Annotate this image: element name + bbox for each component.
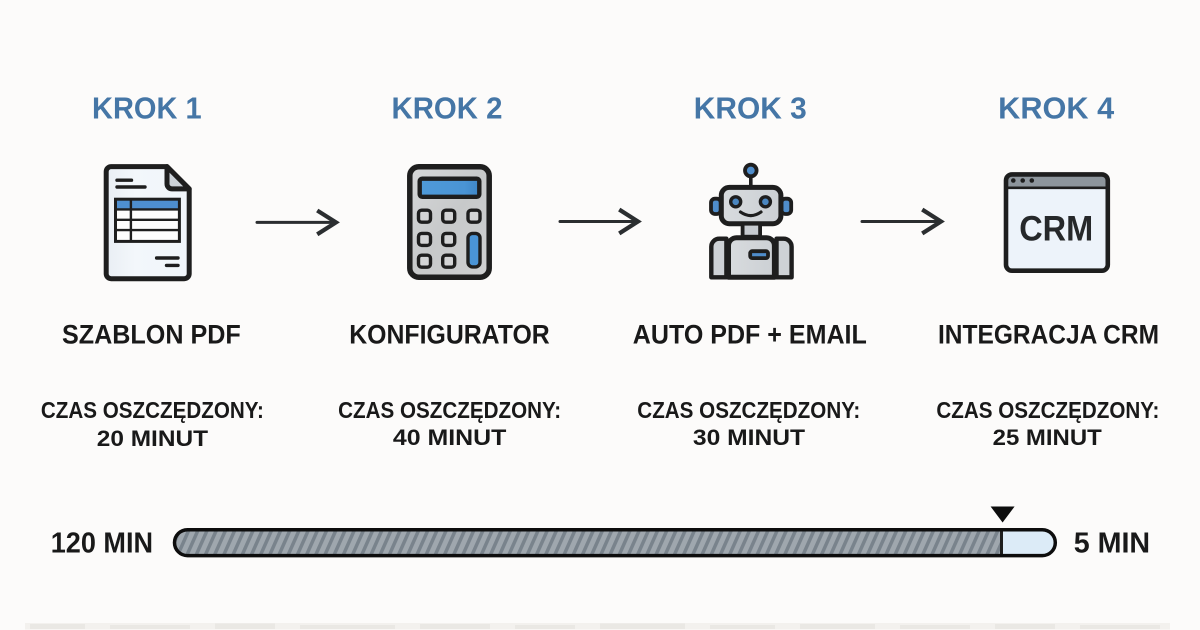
svg-text:KROK 1: KROK 1: [92, 92, 202, 126]
svg-text:120 MIN: 120 MIN: [51, 528, 153, 560]
svg-text:CRM: CRM: [1019, 209, 1093, 248]
svg-text:5 MIN: 5 MIN: [1074, 528, 1150, 560]
svg-text:CZAS OSZCZĘDZONY:: CZAS OSZCZĘDZONY:: [637, 397, 860, 423]
svg-text:20 MINUT: 20 MINUT: [97, 426, 209, 451]
svg-text:CZAS OSZCZĘDZONY:: CZAS OSZCZĘDZONY:: [936, 397, 1159, 423]
svg-text:KROK 3: KROK 3: [694, 92, 807, 126]
svg-text:AUTO PDF + EMAIL: AUTO PDF + EMAIL: [633, 320, 867, 350]
svg-text:INTEGRACJA CRM: INTEGRACJA CRM: [938, 320, 1159, 350]
svg-text:25 MINUT: 25 MINUT: [993, 425, 1102, 450]
svg-text:CZAS OSZCZĘDZONY:: CZAS OSZCZĘDZONY:: [41, 397, 264, 423]
svg-text:CZAS OSZCZĘDZONY:: CZAS OSZCZĘDZONY:: [338, 397, 561, 423]
svg-text:SZABLON PDF: SZABLON PDF: [62, 320, 241, 350]
svg-text:30 MINUT: 30 MINUT: [693, 425, 805, 450]
svg-text:40 MINUT: 40 MINUT: [393, 425, 507, 450]
svg-text:KROK 2: KROK 2: [392, 92, 503, 126]
svg-text:KROK 4: KROK 4: [998, 92, 1114, 126]
svg-text:KONFIGURATOR: KONFIGURATOR: [349, 320, 550, 350]
